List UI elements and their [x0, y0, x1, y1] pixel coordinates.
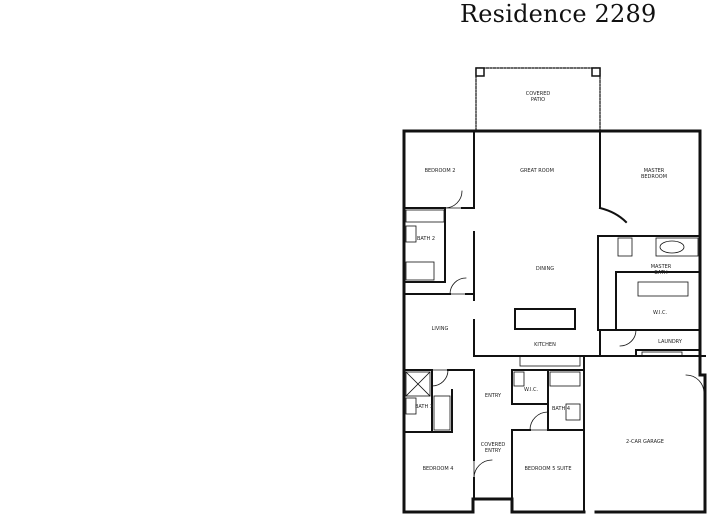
label-covered-entry-line1: COVERED	[481, 442, 506, 448]
label-bath-4: BATH 4	[552, 406, 570, 412]
label-kitchen: KITCHEN	[534, 342, 556, 348]
label-bedroom-2: BEDROOM 2	[425, 168, 456, 174]
label-master-bedroom-line2: BEDROOM	[641, 174, 667, 180]
label-covered-entry-line2: ENTRY	[485, 448, 502, 454]
patio-columns	[475, 67, 601, 77]
room-labels: COVERED PATIO BEDROOM 2 GREAT ROOM MASTE…	[415, 91, 683, 472]
label-master-bath-line1: MASTER	[651, 264, 672, 270]
label-bath-3: BATH 3	[415, 404, 433, 410]
label-master-bedroom-line1: MASTER	[644, 168, 665, 174]
bath-fixtures	[405, 209, 699, 431]
interior-walls	[403, 130, 706, 513]
label-master-bath-line2: BATH	[654, 270, 668, 276]
label-wic-master: W.I.C.	[653, 310, 668, 316]
label-laundry: LAUNDRY	[658, 339, 683, 345]
label-covered-patio-line1: COVERED	[526, 91, 551, 97]
label-great-room: GREAT ROOM	[520, 168, 554, 174]
label-dining: DINING	[536, 266, 554, 272]
label-entry: ENTRY	[485, 393, 502, 399]
label-bath-2: BATH 2	[417, 236, 435, 242]
label-bedroom-4: BEDROOM 4	[423, 466, 454, 472]
label-wic-suite: W.I.C.	[524, 387, 539, 393]
label-covered-patio-line2: PATIO	[531, 97, 545, 103]
label-bedroom-5-suite: BEDROOM 5 SUITE	[525, 466, 572, 472]
door-swings	[431, 190, 705, 479]
page-title: Residence 2289	[460, 0, 657, 28]
label-living: LIVING	[432, 326, 449, 332]
label-garage: 2-CAR GARAGE	[626, 439, 664, 445]
